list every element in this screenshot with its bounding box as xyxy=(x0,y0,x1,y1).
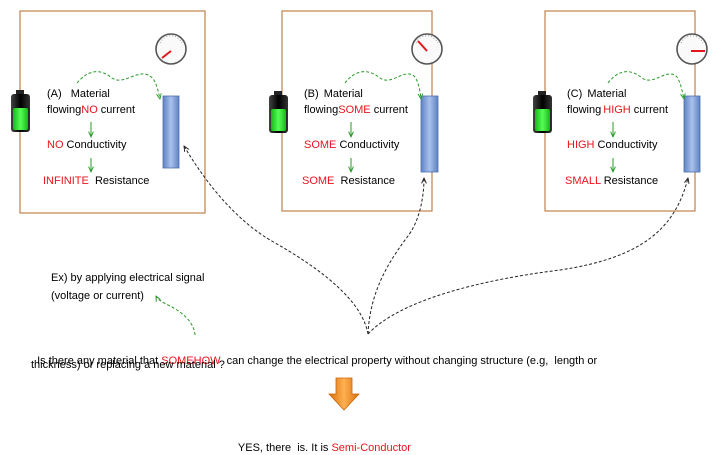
question-to-a-arrow xyxy=(184,146,369,335)
resistance-level: SOME xyxy=(302,175,335,187)
circuit-c xyxy=(533,10,708,212)
question-to-c-arrow xyxy=(367,178,688,335)
meter-icon xyxy=(411,33,443,65)
circuit-label: (C) xyxy=(567,88,583,100)
circuit-b xyxy=(269,10,443,212)
circuit-b-flow: flowingSOME current xyxy=(304,104,408,117)
question-line-2: thickness) or replacing a new material ? xyxy=(31,359,225,371)
resistance-text: Resistance xyxy=(600,175,659,187)
conductivity-level: HIGH xyxy=(567,139,595,151)
flowing-text: flowing xyxy=(47,104,82,116)
answer-keyword: Semi-Conductor xyxy=(331,442,411,454)
material-bar xyxy=(162,95,180,169)
circuit-b-resistance: SOME Resistance xyxy=(302,175,395,188)
meter-needle xyxy=(417,40,428,52)
answer-text: YES, there is. It is xyxy=(237,442,332,454)
meter-icon xyxy=(676,33,708,65)
circuit-a-label: (A) Material xyxy=(47,88,110,101)
material-text: Material xyxy=(587,88,627,100)
material-text: Material xyxy=(70,88,110,100)
conductivity-text: Conductivity xyxy=(63,139,127,151)
circuit-label: (B) xyxy=(304,88,319,100)
circuit-a-flow: flowingNO current xyxy=(47,104,135,117)
circuit-c-resistance: SMALL Resistance xyxy=(565,175,658,188)
circuit-a-conductivity: NO Conductivity xyxy=(47,139,126,152)
resistance-text: Resistance xyxy=(88,175,150,187)
current-text: current xyxy=(630,104,669,116)
example-line-1: Ex) by applying electrical signal xyxy=(51,272,205,284)
flow-arrow xyxy=(607,71,684,99)
down-arrow-icon xyxy=(328,377,360,411)
question-to-b-arrow xyxy=(367,178,424,335)
resistance-level: INFINITE xyxy=(43,175,89,187)
question-text: Is there any material that xyxy=(37,355,162,367)
flowing-text: flowing xyxy=(304,104,339,116)
meter-needle xyxy=(161,50,172,59)
flow-arrow xyxy=(76,71,160,99)
question-text-rest: can change the electrical property witho… xyxy=(220,355,598,367)
flowing-text: flowing xyxy=(567,104,602,116)
meter-icon xyxy=(155,33,187,65)
current-text: current xyxy=(370,104,408,116)
resistance-text: Resistance xyxy=(334,175,395,187)
current-text: current xyxy=(97,104,136,116)
flow-level: NO xyxy=(81,104,98,116)
material-bar xyxy=(683,95,701,173)
circuit-a-resistance: INFINITE Resistance xyxy=(43,175,149,188)
conductivity-level: SOME xyxy=(304,139,337,151)
circuit-a xyxy=(11,10,206,214)
question-keyword: SOMEHOW xyxy=(161,355,221,367)
battery-icon xyxy=(269,91,288,133)
question-line-1: Is there any material that SOMEHOW can c… xyxy=(31,342,597,368)
circuit-c-label: (C) Material xyxy=(567,88,626,101)
circuit-b-conductivity: SOME Conductivity xyxy=(304,139,399,152)
question-to-example-arrow xyxy=(156,296,196,336)
material-bar xyxy=(420,95,439,173)
flow-arrow xyxy=(344,71,421,99)
answer: YES, there is. It is Semi-Conductor xyxy=(232,429,411,455)
material-text: Material xyxy=(323,88,363,100)
circuit-b-label: (B) Material xyxy=(304,88,363,101)
conductivity-level: NO xyxy=(47,139,64,151)
battery-icon xyxy=(533,91,552,133)
resistance-level: SMALL xyxy=(565,175,601,187)
battery-icon xyxy=(11,90,30,132)
conductivity-text: Conductivity xyxy=(336,139,400,151)
flow-level: HIGH xyxy=(603,104,631,116)
circuit-c-conductivity: HIGH Conductivity xyxy=(567,139,657,152)
conductivity-text: Conductivity xyxy=(594,139,658,151)
flow-level: SOME xyxy=(338,104,371,116)
circuit-label: (A) xyxy=(47,88,62,100)
example-line-2: (voltage or current) xyxy=(51,290,144,302)
